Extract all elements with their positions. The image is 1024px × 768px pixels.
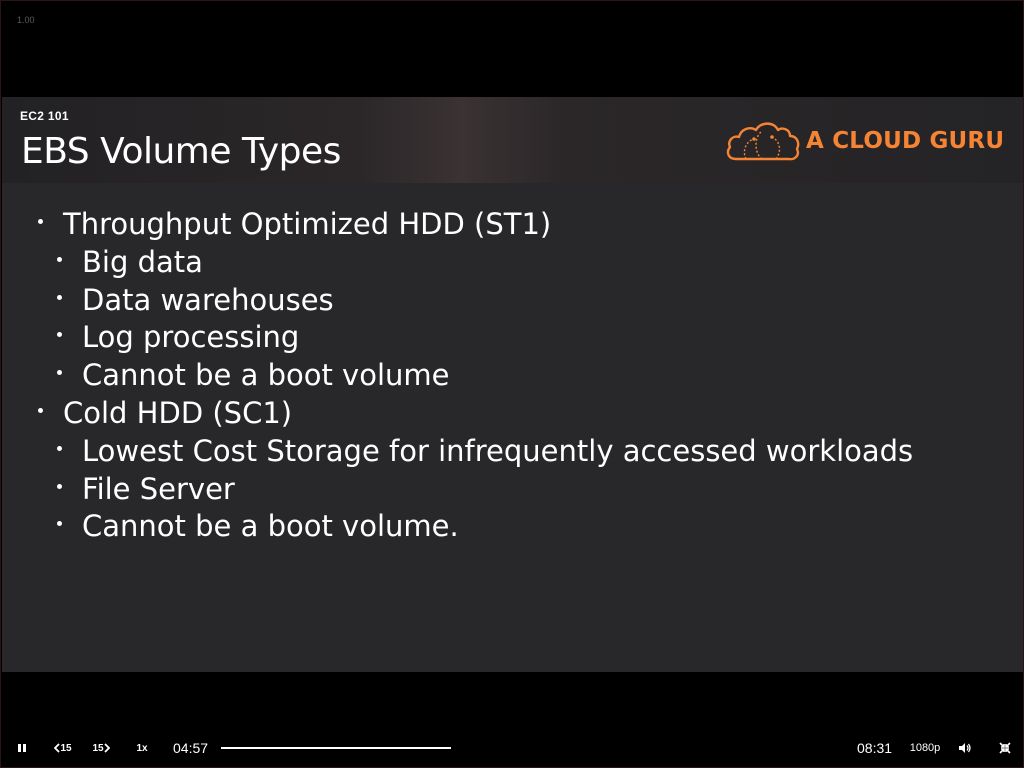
bullet-item: Cannot be a boot volume.: [2, 507, 1023, 545]
exit-fullscreen-button[interactable]: [996, 733, 1014, 763]
bullet-dot-icon: [57, 294, 62, 300]
bullet-text: Cannot be a boot volume: [82, 358, 450, 393]
bullet-dot-icon: [57, 332, 62, 338]
bullet-dot-icon: [38, 407, 43, 413]
bullet-item: Log processing: [2, 318, 1023, 356]
bullet-dot-icon: [57, 370, 62, 376]
volume-button[interactable]: [956, 733, 974, 763]
brand-logo: A CLOUD GURU: [724, 119, 1004, 163]
chevron-right-icon: [103, 743, 110, 753]
bullet-item: File Server: [2, 470, 1023, 508]
pause-button[interactable]: [13, 733, 31, 763]
cloud-logo-icon: [726, 122, 800, 161]
bullet-item: Big data: [2, 243, 1023, 281]
bullet-dot-icon: [57, 483, 62, 489]
bullet-item: Cannot be a boot volume: [2, 356, 1023, 394]
progress-bar[interactable]: [221, 747, 451, 749]
quality-button[interactable]: 1080p: [907, 733, 943, 763]
bullet-text: Data warehouses: [82, 282, 334, 317]
logo-text: A CLOUD GURU: [806, 128, 1005, 154]
slide-title: EBS Volume Types: [21, 131, 341, 172]
bullet-dot-icon: [57, 256, 62, 262]
bullet-text: Lowest Cost Storage for infrequently acc…: [82, 433, 914, 468]
chevron-left-icon: [54, 743, 61, 753]
bullet-item: Throughput Optimized HDD (ST1): [2, 205, 1023, 243]
bullet-dot-icon: [57, 445, 62, 451]
bullet-text: Throughput Optimized HDD (ST1): [63, 207, 552, 241]
bullet-item: Lowest Cost Storage for infrequently acc…: [2, 432, 1023, 470]
bullet-text: Log processing: [82, 320, 300, 355]
bullet-text: Big data: [82, 244, 203, 279]
bullet-dot-icon: [57, 521, 62, 527]
bullet-item: Cold HDD (SC1): [2, 394, 1023, 432]
forward-15-label: 15: [92, 742, 104, 754]
course-label: EC2 101: [20, 109, 69, 123]
bullet-dot-icon: [38, 219, 43, 224]
bullet-text: Cold HDD (SC1): [63, 395, 293, 430]
volume-icon: [959, 743, 971, 753]
player-controls: 15 15 1x 04:57 08:31 1080p: [1, 733, 1023, 763]
rewind-15-label: 15: [60, 742, 72, 754]
current-time: 04:57: [173, 740, 209, 756]
bullet-text: Cannot be a boot volume.: [82, 509, 459, 544]
playback-rate-label: 1x: [136, 742, 148, 754]
bullet-text: File Server: [82, 471, 235, 506]
duration-time: 08:31: [857, 740, 893, 756]
slide: EC2 101 EBS Volume Types A CLOUD GURU Th…: [2, 97, 1023, 672]
pause-icon: [18, 744, 26, 752]
rewind-15-button[interactable]: 15: [51, 733, 75, 763]
forward-15-button[interactable]: 15: [89, 733, 113, 763]
bullet-item: Data warehouses: [2, 281, 1023, 319]
playback-rate-button[interactable]: 1x: [131, 733, 153, 763]
progress-fill: [221, 747, 451, 749]
quality-label: 1080p: [909, 742, 941, 754]
exit-fullscreen-icon: [999, 742, 1011, 754]
slide-header: EC2 101 EBS Volume Types A CLOUD GURU: [2, 97, 1023, 183]
version-label: 1.00: [17, 15, 35, 25]
